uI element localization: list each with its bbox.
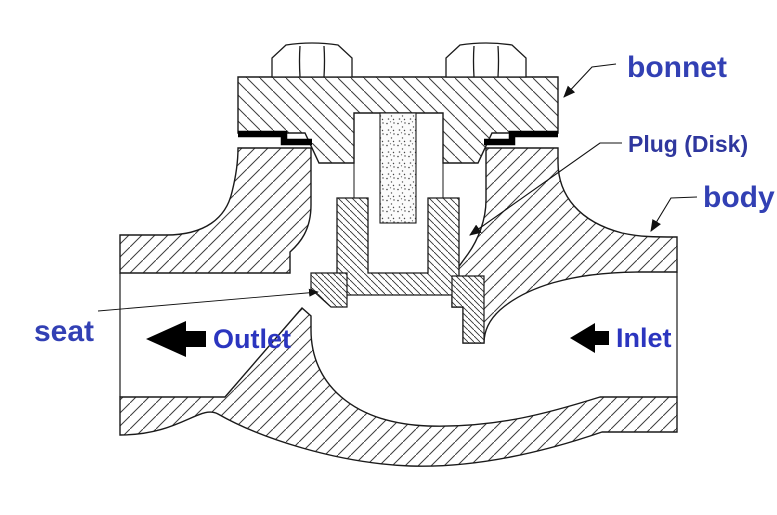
body-section bbox=[119, 147, 678, 467]
body-leader-line bbox=[650, 196, 698, 232]
seat-label: seat bbox=[34, 315, 94, 348]
outlet-flow-arrow bbox=[146, 321, 206, 357]
bolt-left bbox=[271, 42, 353, 78]
body-left-wall bbox=[119, 147, 312, 274]
leader-lines bbox=[97, 63, 698, 312]
seat-leader-line bbox=[97, 288, 319, 312]
plug-leader-line bbox=[469, 142, 622, 236]
inlet-flow-arrow bbox=[570, 323, 609, 353]
spring-stipple-column bbox=[353, 112, 444, 224]
plug-disk-label: Plug (Disk) bbox=[628, 131, 748, 157]
seat-ring-left bbox=[310, 272, 348, 308]
inlet-label: Inlet bbox=[616, 323, 672, 353]
outlet-label: Outlet bbox=[213, 324, 291, 354]
body-bottom bbox=[119, 307, 678, 467]
bonnet-leader-line bbox=[563, 63, 617, 98]
bonnet-label: bonnet bbox=[627, 51, 727, 84]
body-label: body bbox=[703, 181, 775, 214]
seat-ring-right bbox=[451, 275, 485, 344]
bonnet-section bbox=[237, 42, 559, 164]
gasket bbox=[238, 130, 558, 146]
plug-disk-section bbox=[336, 197, 460, 296]
seat-section bbox=[310, 272, 485, 344]
bolt-right bbox=[445, 42, 527, 78]
body-right-wall bbox=[451, 147, 678, 344]
